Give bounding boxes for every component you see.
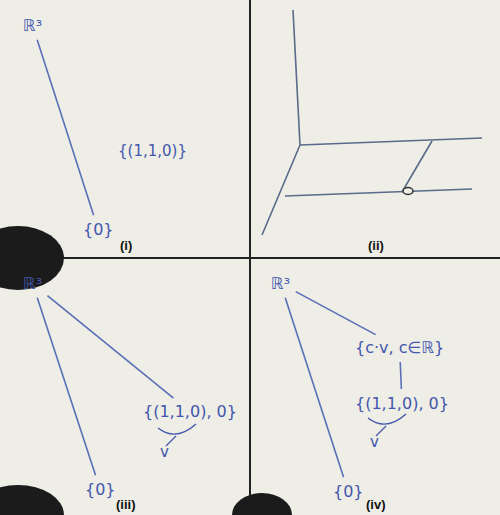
hasse-line: [400, 362, 401, 389]
panel-label: (i): [118, 238, 134, 253]
set-text: ℝ³: [271, 274, 290, 293]
set-node: ℝ³: [268, 272, 293, 295]
set-node: {(1,1,0), 0}: [352, 392, 452, 415]
set-text: ℝ³: [23, 16, 42, 35]
point-dot: [403, 188, 413, 195]
handwritten-label: {(1,1,0)}: [118, 142, 187, 160]
panel-label: (iv): [364, 497, 388, 512]
brace-mark: [158, 424, 196, 434]
set-text: {(1,1,0), 0}: [355, 394, 449, 413]
set-node: ℝ³: [20, 14, 45, 37]
hand-shadow: [0, 485, 64, 515]
set-node: {(1,1,0), 0}: [140, 400, 240, 423]
hand-shadow: [232, 493, 292, 515]
hasse-line: [296, 292, 376, 335]
panel-divider: [0, 257, 500, 259]
set-node: ℝ³: [20, 272, 45, 295]
handwritten-label: v: [370, 433, 379, 451]
hasse-line: [47, 296, 173, 399]
set-text: {c·v, c∈ℝ}: [355, 338, 444, 357]
set-text: {0}: [333, 482, 364, 501]
set-text: {0}: [85, 480, 116, 499]
set-node: {0}: [330, 480, 367, 503]
axes-sketch: [262, 10, 482, 235]
set-node: {c·v, c∈ℝ}: [352, 336, 447, 359]
set-text: {(1,1,0), 0}: [143, 402, 237, 421]
panel-label: (iii): [114, 497, 138, 512]
set-text: ℝ³: [23, 274, 42, 293]
set-text: {0}: [83, 220, 114, 239]
panel-label: (ii): [366, 238, 386, 253]
set-node: {0}: [80, 218, 117, 241]
hasse-line: [285, 298, 343, 477]
hasse-line: [37, 298, 95, 475]
handwritten-label: v: [160, 443, 169, 461]
hasse-line: [37, 40, 93, 215]
brace-mark: [368, 414, 406, 424]
